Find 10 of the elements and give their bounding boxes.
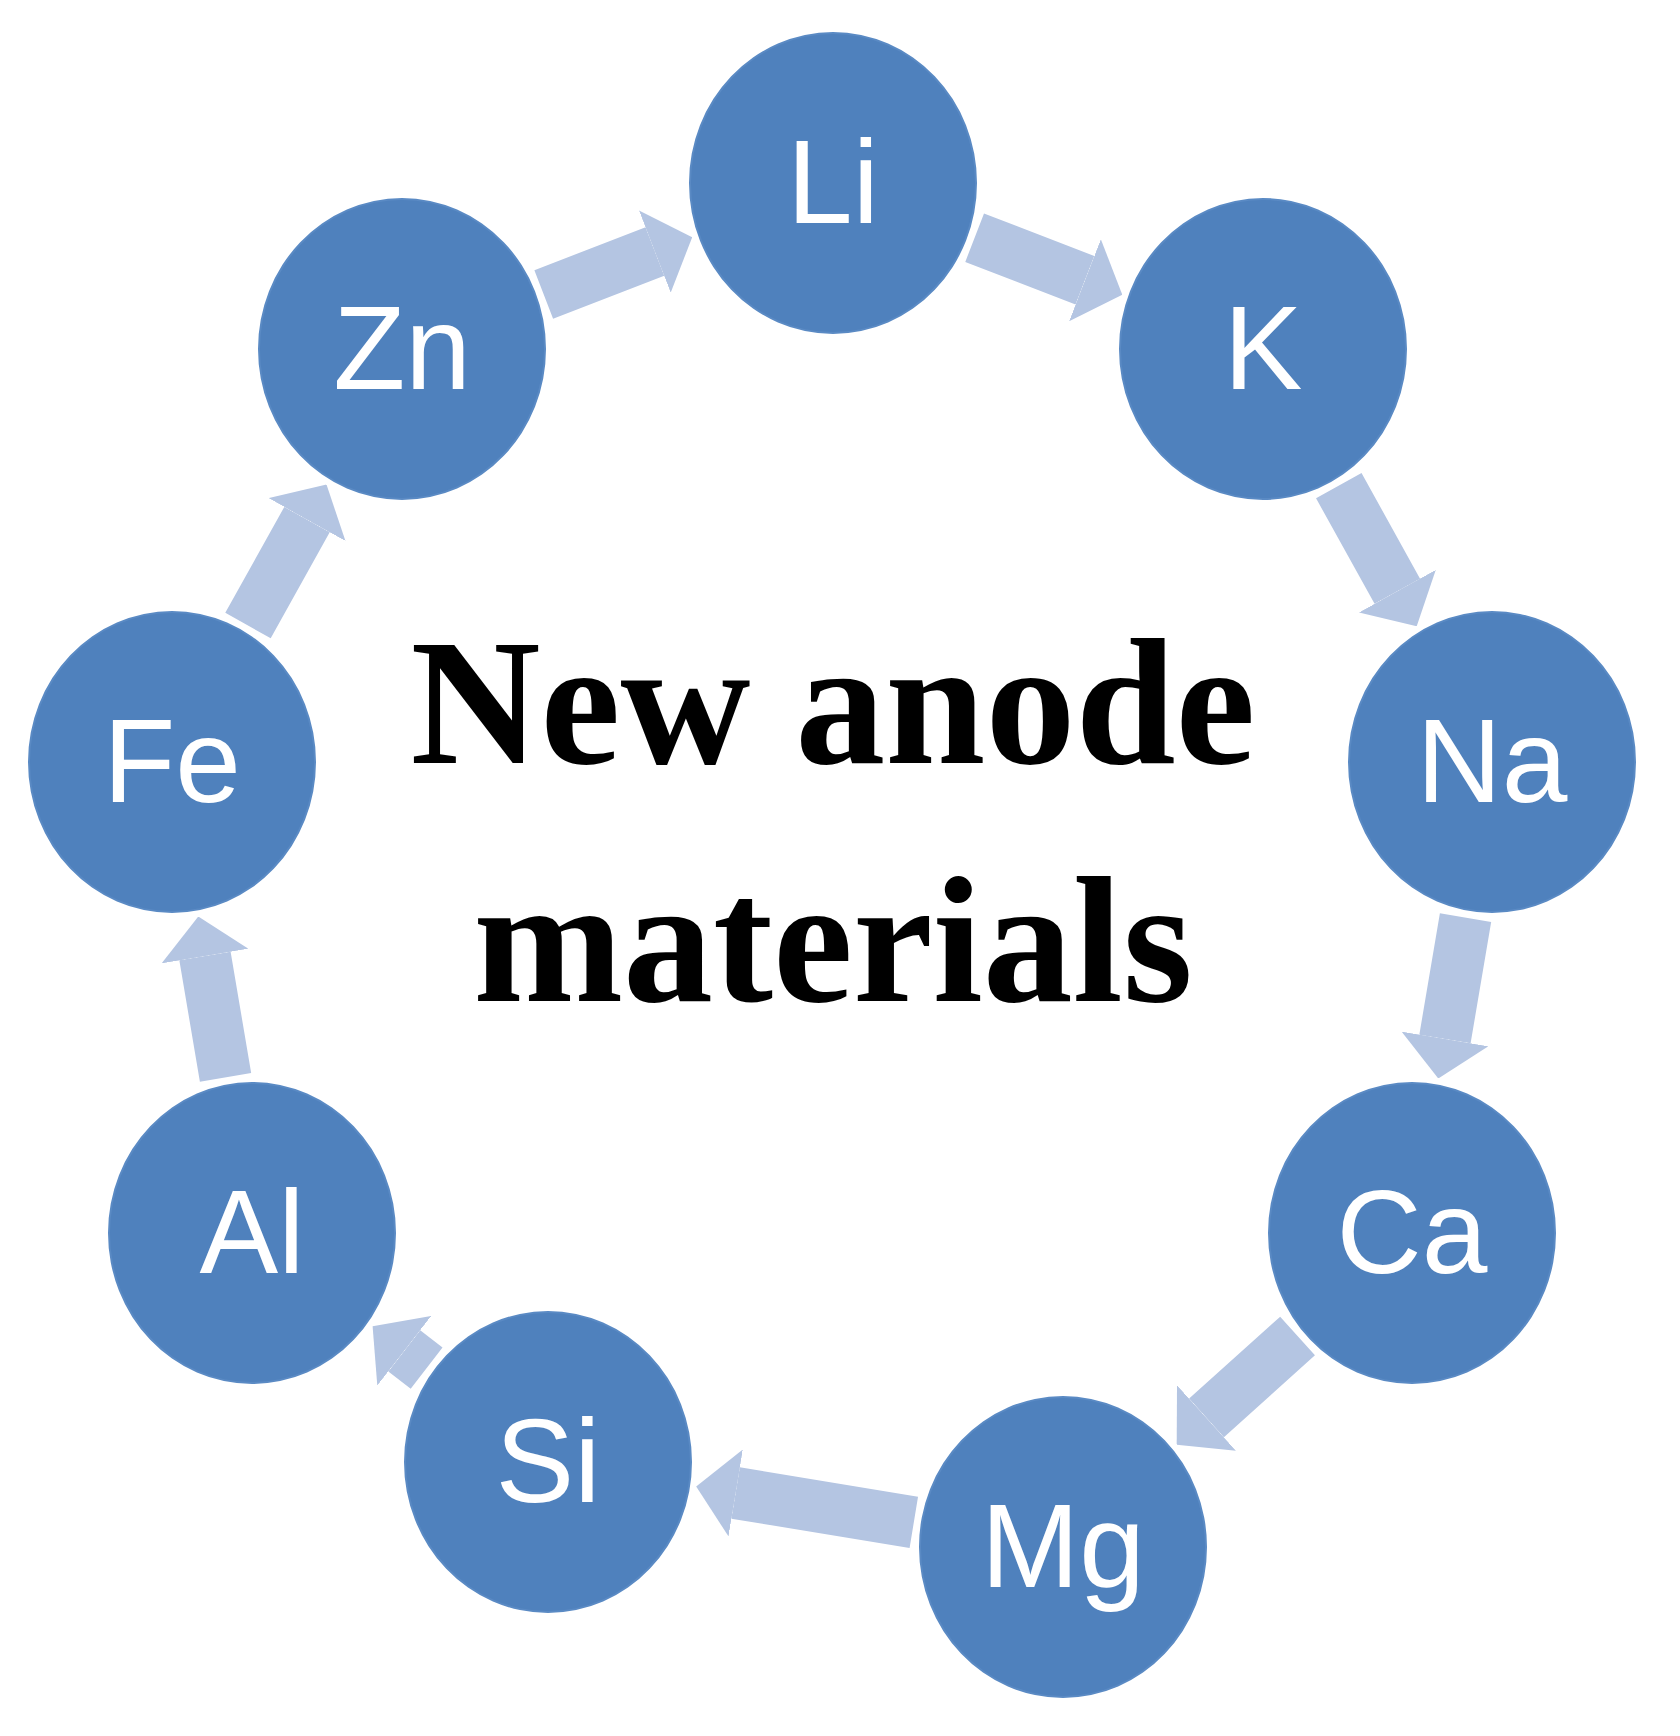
center-title: New anode materials <box>409 602 1257 1042</box>
element-symbol: Na <box>1416 694 1568 830</box>
element-symbol: Ca <box>1336 1165 1488 1301</box>
element-symbol: Fe <box>103 694 241 830</box>
element-symbol: Zn <box>333 281 471 417</box>
element-symbol: Si <box>495 1394 601 1530</box>
element-symbol: Li <box>787 115 879 251</box>
element-symbol: K <box>1223 281 1303 417</box>
element-symbol: Al <box>199 1165 305 1301</box>
element-symbol: Mg <box>981 1479 1145 1615</box>
